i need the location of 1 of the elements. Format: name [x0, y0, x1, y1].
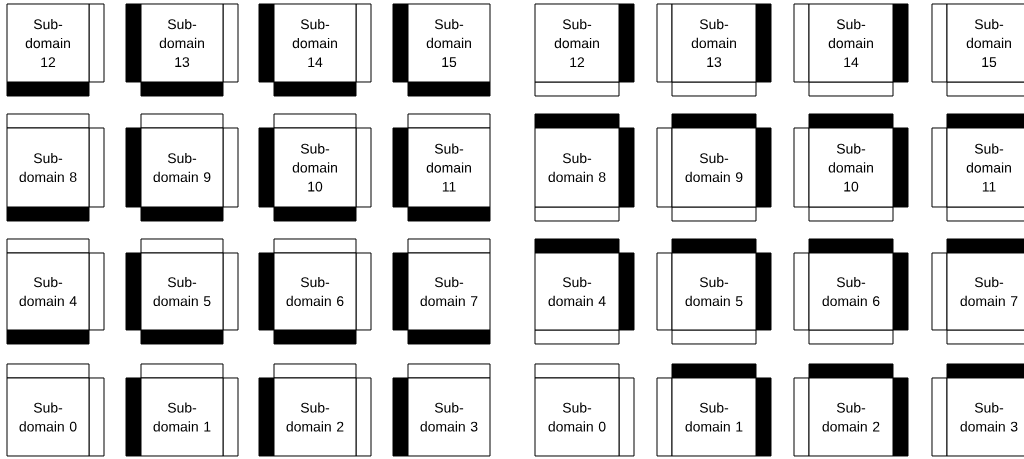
subdomain-box: Sub-domain 15: [407, 3, 491, 83]
